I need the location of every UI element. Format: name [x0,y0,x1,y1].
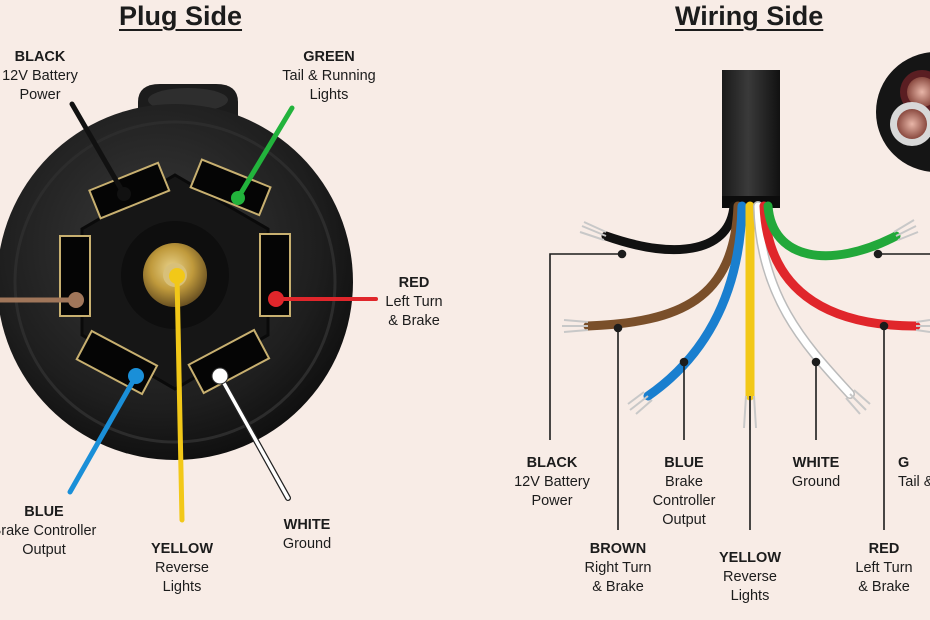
plug-label-green: GREEN Tail & Running Lights [282,49,376,103]
wiring-side-title: Wiring Side [675,1,824,31]
leader-dot-red [268,291,284,307]
plug-leaders [0,101,378,523]
leader-blue [67,373,139,495]
strand-blue [627,391,653,415]
strand-black [579,221,607,241]
terminal-slot-green [189,158,272,217]
wiring-label-yellow: YELLOW Reverse Lights [718,550,782,604]
leader-dot-white [211,367,229,385]
wleader-dot-red [879,321,889,331]
leader-white [218,374,290,500]
wire-brown [583,201,743,331]
wire-white [754,202,854,398]
wiring-label-blue: BLUE Brake Controller Output [652,455,716,528]
wleader-dot-brown [613,323,623,333]
main-cable [722,70,780,206]
leader-green [235,105,295,201]
wleader-dot-white [811,357,821,367]
plug-side-title: Plug Side [119,1,243,31]
leader-dot-black [117,187,131,201]
stripped-ends [562,219,930,430]
wire-bundle [583,201,921,401]
wleader-dot-black [617,249,627,259]
plug-label-blue: BLUE Brake Controller Output [0,504,97,558]
wleader-dot-blue [679,357,689,367]
wire-green [763,201,901,261]
wire-blue [643,201,747,401]
strand-red [915,319,930,333]
plug-label-white: WHITE Ground [282,517,332,552]
wiring-label-white: WHITE Ground [791,455,841,490]
plug-label-red: RED Left Turn & Brake [385,275,443,329]
plug-label-black: BLACK 12V Battery Power [2,49,78,103]
plug-rim [13,120,337,444]
wiring-leaders [549,249,930,530]
strand-green [893,219,919,241]
strand-brown [562,319,589,333]
wire-black [601,201,739,255]
wiring-label-brown: BROWN Right Turn & Brake [584,541,652,595]
leader-black [69,101,127,197]
terminal-slot-white [187,328,271,395]
cable-cross-section [876,52,930,172]
strand-white [845,389,871,415]
wiring-label-black: BLACK 12V Battery Power [514,455,590,509]
leader-yellow [174,273,185,523]
plug-label-yellow: YELLOW Reverse Lights [150,541,214,595]
leader-dot-yellow [169,268,185,284]
wleader-black [549,253,622,440]
leader-dot-green [231,191,245,205]
leader-dot-brown [68,292,84,308]
wleader-dot-green [873,249,883,259]
wiring-label-green: G Tail & [898,455,930,490]
wiring-label-red: RED Left Turn & Brake [855,541,913,595]
leader-dot-blue [128,368,144,384]
